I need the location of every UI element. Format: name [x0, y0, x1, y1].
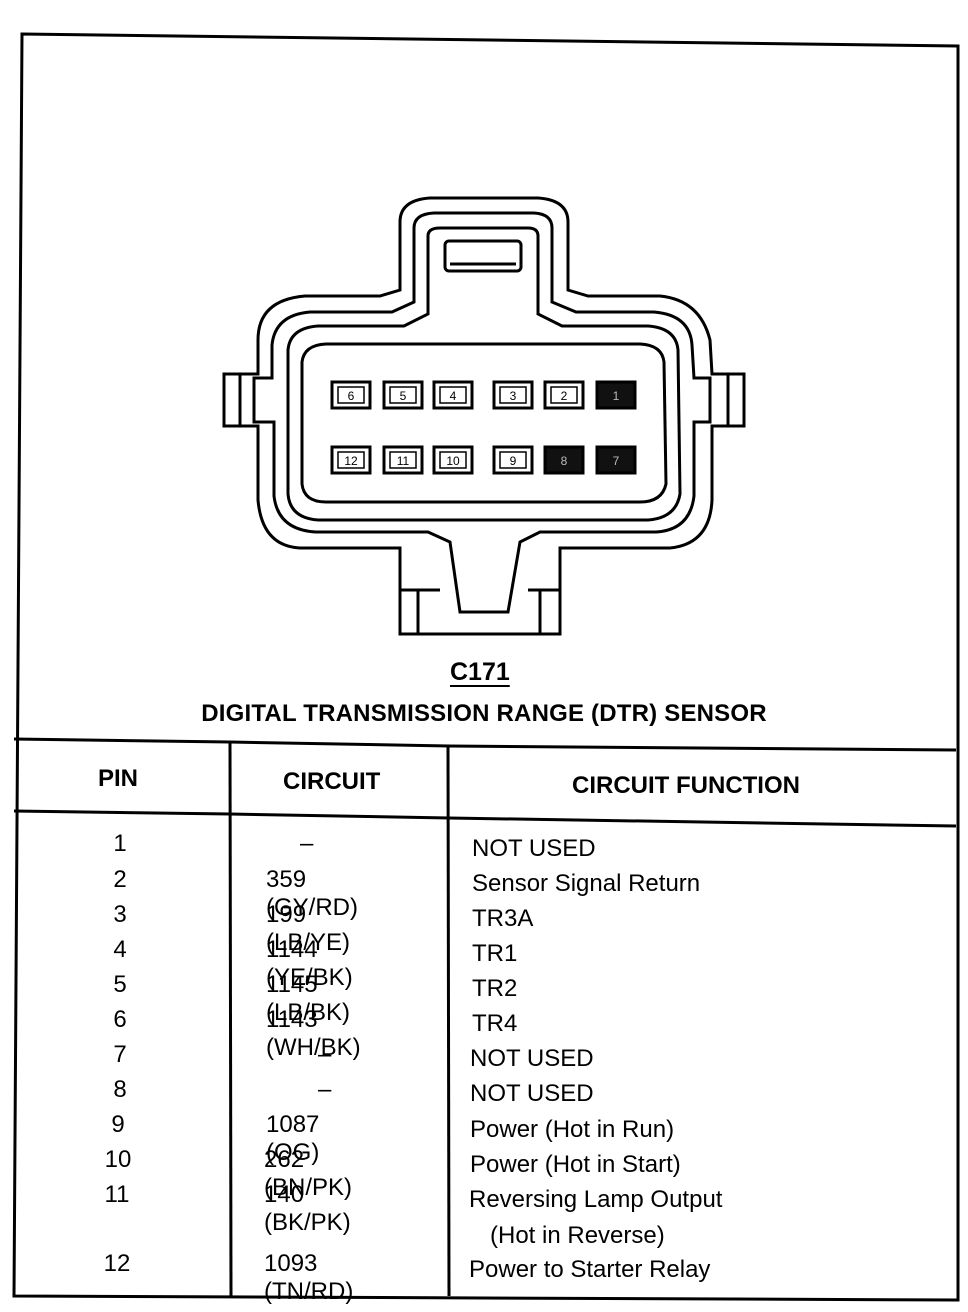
pin-cavity-inner: [499, 451, 527, 469]
pin-label: 11: [397, 454, 410, 468]
header-pin: PIN: [98, 765, 139, 792]
pin-number: 3: [113, 901, 127, 928]
circuit-value: 1143 (WH/BK): [266, 1006, 361, 1061]
circuit-value: 1144 (YE/BK): [266, 936, 353, 991]
pin-cavity: [595, 445, 637, 475]
circuit-function: Power to Starter Relay: [469, 1256, 711, 1283]
circuit-function: Sensor Signal Return: [472, 870, 701, 897]
pin-number: 9: [111, 1111, 125, 1138]
pin-label: 5: [400, 389, 407, 403]
header-circuit-function: CIRCUIT FUNCTION: [572, 772, 800, 799]
circuit-function: TR3A: [472, 905, 534, 932]
circuit-value: 1087 (OG): [266, 1111, 320, 1166]
circuit-value: 262 (BN/PK): [264, 1146, 353, 1201]
pin-label: 9: [510, 454, 517, 468]
header-circuit: CIRCUIT: [283, 768, 381, 795]
outer-border: [12, 32, 960, 1302]
pin-label: 10: [446, 454, 460, 468]
circuit-function: Power (Hot in Start): [470, 1151, 681, 1178]
pin-grid: 6 5 4 3 2 1 12 11 10 9 8 7: [330, 380, 637, 475]
circuit-value: 359 (GY/RD): [266, 866, 358, 921]
pin-label: 7: [613, 454, 620, 468]
pin-number: 10: [104, 1146, 132, 1173]
pin-label: 12: [344, 454, 358, 468]
connector-id: C171: [450, 658, 510, 686]
pin-cavity-inner: [337, 451, 365, 469]
pin-label: 2: [561, 389, 568, 403]
circuit-function: Reversing Lamp Output: [469, 1186, 723, 1213]
circuit-value: –: [318, 1076, 332, 1103]
pin-number: 4: [113, 936, 127, 963]
pin-cavity-inner: [337, 386, 365, 404]
circuit-function: NOT USED: [470, 1080, 594, 1107]
col-divider-1: [228, 741, 233, 1297]
circuit-function: NOT USED: [470, 1045, 594, 1072]
circuit-value: –: [318, 1041, 332, 1068]
pin-cavity-inner: [389, 386, 417, 404]
pin-cavity-inner: [389, 451, 417, 469]
circuit-value: 140 (BK/PK): [264, 1181, 351, 1236]
pin-cavity-inner: [499, 386, 527, 404]
circuit-function: TR2: [472, 975, 518, 1002]
pin-cavity: [543, 445, 585, 475]
pin-number: 1: [113, 830, 127, 857]
circuit-value: –: [300, 830, 314, 857]
table-top-line: [13, 737, 231, 744]
pin-number: 7: [113, 1041, 127, 1068]
connector-title: DIGITAL TRANSMISSION RANGE (DTR) SENSOR: [201, 700, 767, 727]
circuit-function: NOT USED: [472, 835, 596, 862]
pin-number: 6: [113, 1006, 127, 1033]
circuit-value: 1093 (TN/RD): [264, 1250, 354, 1305]
pin-number: 2: [113, 866, 127, 893]
circuit-function-line2: (Hot in Reverse): [490, 1222, 665, 1249]
pin-number: 5: [113, 971, 127, 998]
pin-label: 8: [561, 454, 568, 468]
pin-cavity-inner: [439, 386, 467, 404]
pin-number: 12: [103, 1250, 131, 1277]
pin-number: 11: [104, 1181, 130, 1208]
pin-cavity-inner: [439, 451, 467, 469]
pin-label: 3: [510, 389, 517, 403]
circuit-function: Power (Hot in Run): [470, 1116, 675, 1143]
col-divider-2: [446, 745, 451, 1297]
pin-label: 4: [450, 389, 457, 403]
circuit-value: 199 (LB/YE): [266, 901, 351, 956]
pin-number: 8: [113, 1076, 127, 1103]
circuit-function: TR1: [472, 940, 518, 967]
circuit-value: 1145 (LB/BK): [266, 971, 351, 1026]
pin-cavity-inner: [550, 386, 578, 404]
pin-cavity: [595, 380, 637, 410]
circuit-function: TR4: [472, 1010, 518, 1037]
header-divider: [13, 809, 231, 816]
pin-label: 1: [613, 389, 620, 403]
pin-label: 6: [348, 389, 355, 403]
connector-c171-drawing: [222, 196, 746, 636]
